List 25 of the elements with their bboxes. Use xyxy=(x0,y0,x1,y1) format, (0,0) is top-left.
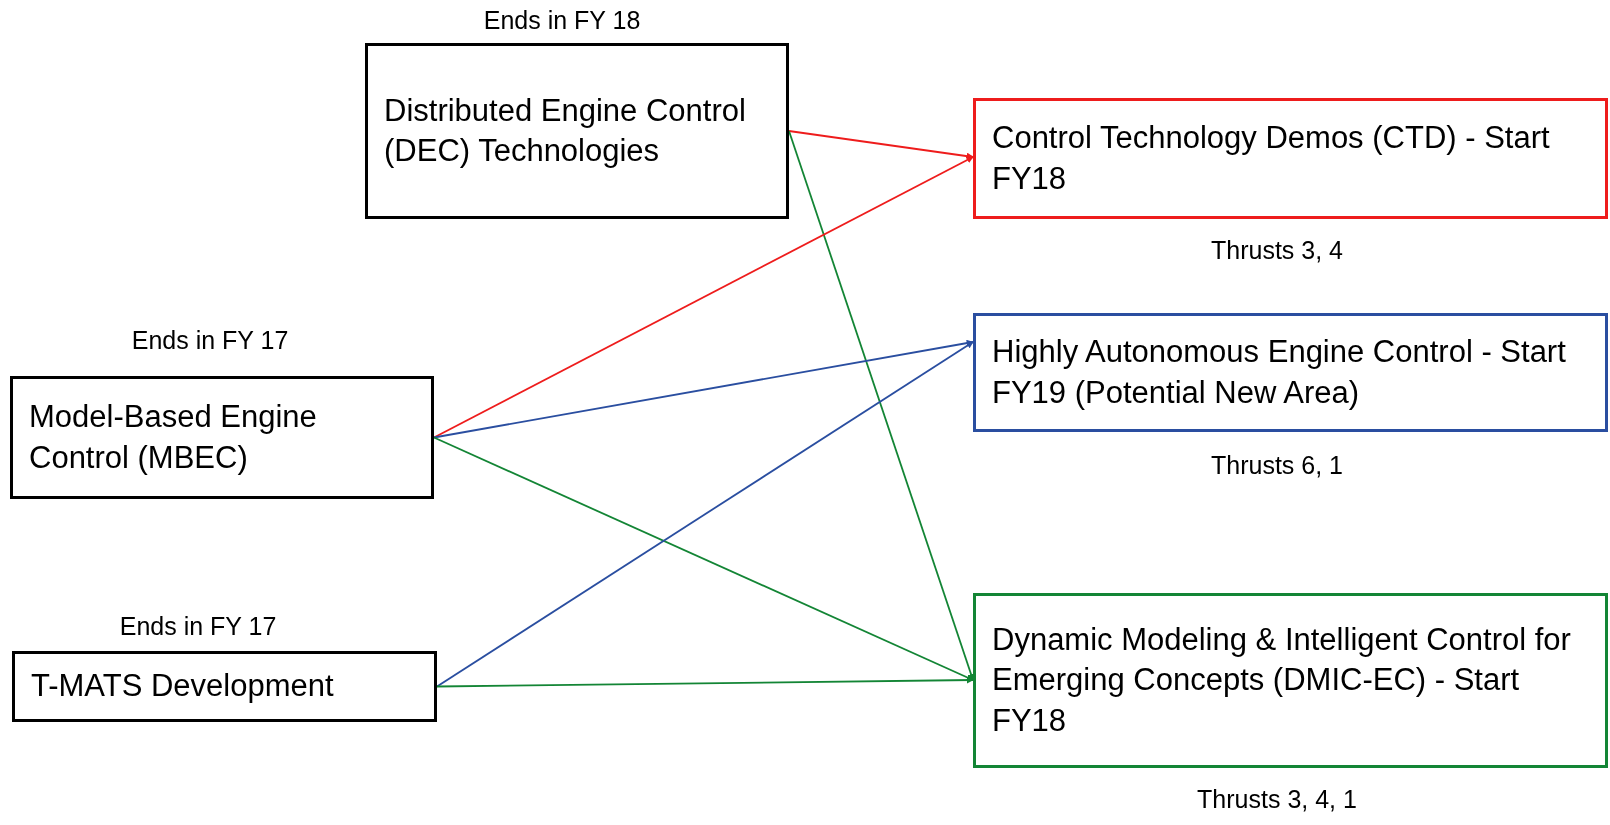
note-label: Ends in FY 18 xyxy=(483,6,641,35)
arrow xyxy=(433,436,974,681)
note-label: Ends in FY 17 xyxy=(131,326,289,355)
arrow xyxy=(788,130,975,681)
box-label: T-MATS Development xyxy=(31,667,334,706)
process-box xyxy=(973,593,1608,768)
note-label: Thrusts 3, 4, 1 xyxy=(1197,785,1357,814)
box-label: Control Technology Demos (CTD) - Start FY18 xyxy=(992,119,1551,198)
note-label: Thrusts 6, 1 xyxy=(1211,451,1343,480)
arrow xyxy=(788,130,974,160)
box-label: Dynamic Modeling & Intelligent Control for Emerging Concepts (DMIC-EC) - Start FY18 xyxy=(992,621,1572,740)
note-label: Ends in FY 17 xyxy=(119,612,277,641)
arrow xyxy=(433,156,974,439)
box-label: Highly Autonomous Engine Control - Start FY19 (Potential New Area) xyxy=(992,333,1567,412)
box-label: Model-Based Engine Control (MBEC) xyxy=(29,398,318,477)
process-box xyxy=(10,376,434,499)
process-box xyxy=(973,313,1608,432)
process-box xyxy=(973,98,1608,219)
process-box xyxy=(12,651,437,722)
arrow xyxy=(436,341,974,688)
arrow xyxy=(436,676,974,688)
box-label: Distributed Engine Control (DEC) Technologies xyxy=(384,91,747,170)
process-box xyxy=(365,43,789,219)
note-label: Thrusts 3, 4 xyxy=(1211,236,1343,265)
arrow xyxy=(433,339,974,439)
